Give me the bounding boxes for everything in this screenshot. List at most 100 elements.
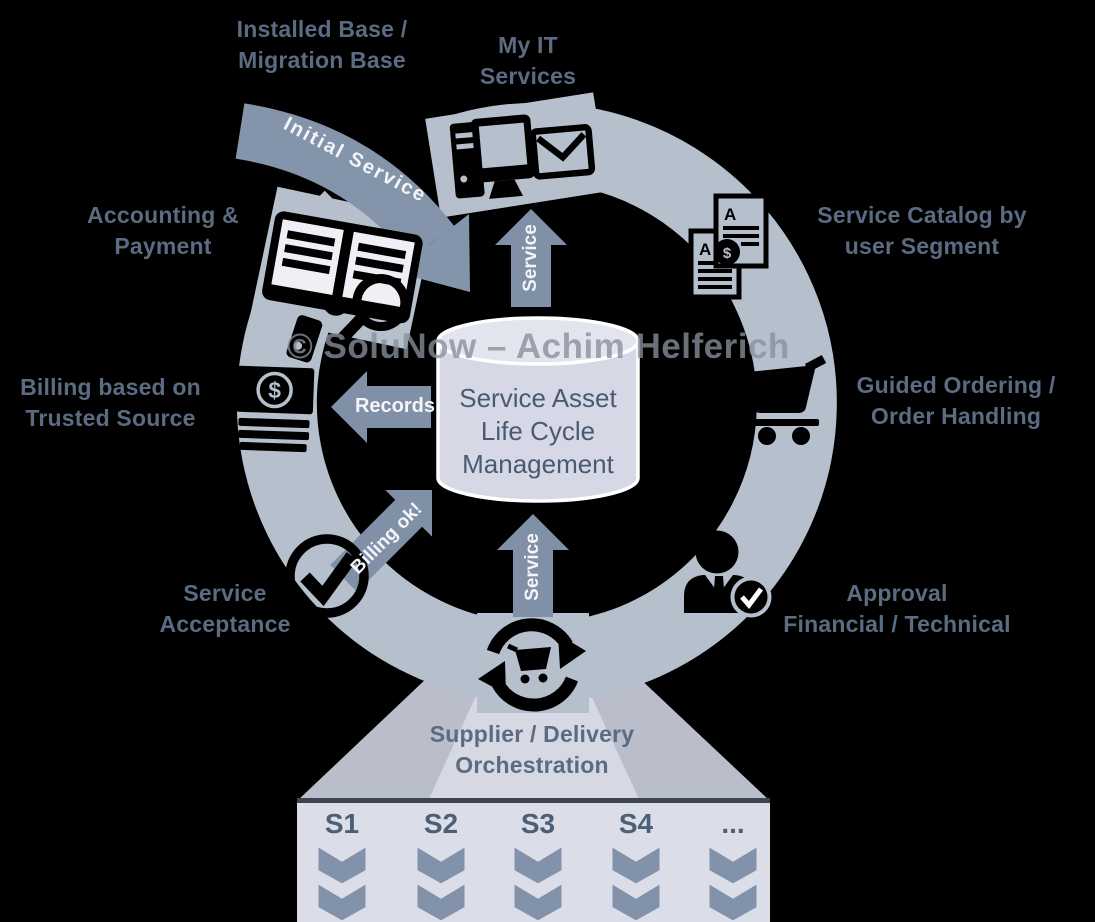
watermark: © SoluNow – Achim Helferich bbox=[287, 327, 790, 366]
label-line: Migration Base bbox=[238, 47, 406, 73]
label-line: Installed Base / bbox=[236, 16, 408, 42]
label-line: Service Catalog by bbox=[817, 202, 1027, 228]
dollar-glyph: $ bbox=[268, 377, 282, 403]
label-line: Payment bbox=[114, 233, 212, 259]
center-database-title: Service Asset Life Cycle Management bbox=[438, 382, 638, 481]
cylinder-body bbox=[436, 339, 640, 503]
panel-top-border bbox=[297, 798, 770, 803]
label-line: My IT bbox=[498, 32, 558, 58]
supply-chevron bbox=[315, 879, 369, 922]
supply-chevron bbox=[414, 842, 468, 887]
book-line bbox=[281, 257, 331, 275]
label-line: user Segment bbox=[844, 233, 1000, 259]
label-line: Trusted Source bbox=[25, 405, 196, 431]
supply-chevron bbox=[414, 879, 468, 922]
book-notch bbox=[323, 305, 348, 316]
supply-chevron bbox=[315, 842, 369, 887]
desktop-mail-icon bbox=[449, 114, 596, 199]
page-line bbox=[723, 234, 759, 238]
cart-basket bbox=[749, 365, 816, 413]
label-service-catalog: Service Catalog by user Segment bbox=[772, 200, 1072, 262]
money-bills-icon: $ bbox=[235, 365, 315, 453]
cycle-head-left bbox=[478, 661, 506, 694]
bill-stack-layer bbox=[239, 441, 307, 453]
label-line: Order Handling bbox=[870, 403, 1042, 429]
supply-chevron bbox=[511, 842, 565, 887]
center-title-line: Management bbox=[462, 449, 614, 479]
label-service-acceptance: Service Acceptance bbox=[125, 578, 325, 640]
label-my-it-services: My IT Services bbox=[438, 30, 618, 92]
dollar-glyph: $ bbox=[723, 245, 732, 262]
cart-wheel bbox=[792, 427, 810, 445]
page-letter: A bbox=[699, 240, 711, 259]
bill-stack-layer bbox=[238, 429, 310, 441]
book-line bbox=[355, 256, 404, 273]
flow-arrows bbox=[330, 209, 569, 617]
bill-stack-layer bbox=[238, 417, 310, 429]
supply-chevron bbox=[706, 879, 760, 922]
page-line bbox=[723, 226, 759, 230]
supplier-column-label: S1 bbox=[324, 808, 360, 839]
center-title-line: Life Cycle bbox=[480, 416, 596, 446]
book-spine bbox=[331, 226, 355, 301]
cart-frame bbox=[746, 419, 819, 426]
approval-badge bbox=[730, 576, 772, 618]
calculator bbox=[286, 315, 323, 363]
service-up-arrow-top bbox=[495, 209, 567, 307]
initial-service-band bbox=[235, 103, 455, 261]
label-line: Financial / Technical bbox=[783, 611, 1011, 637]
page-line bbox=[698, 285, 732, 289]
mail-flap bbox=[536, 132, 587, 162]
supply-chevron bbox=[609, 879, 663, 922]
label-line: Orchestration bbox=[455, 752, 609, 778]
person-tie bbox=[714, 576, 724, 598]
supply-chevron bbox=[511, 879, 565, 922]
label-line: Billing based on bbox=[20, 374, 201, 400]
inner-cart-wheel bbox=[538, 673, 548, 683]
approver-person-icon bbox=[684, 530, 772, 618]
cart-wheel bbox=[758, 427, 776, 445]
center-title-line: Service Asset bbox=[459, 383, 617, 413]
magnifier-handle bbox=[331, 315, 365, 350]
catalog-documents-icon: A A $ bbox=[688, 193, 769, 300]
label-line: Service bbox=[183, 580, 267, 606]
inner-cart-handle bbox=[506, 643, 519, 653]
supply-chevron bbox=[706, 842, 760, 887]
supplier-column-label: S3 bbox=[520, 808, 556, 839]
label-line: Acceptance bbox=[159, 611, 291, 637]
page-letter: A bbox=[724, 205, 736, 224]
page-line bbox=[698, 269, 732, 273]
tower-slot bbox=[455, 132, 473, 139]
label-approval: Approval Financial / Technical bbox=[747, 578, 1047, 640]
records-arrow-label: Records bbox=[354, 395, 436, 417]
label-line: Services bbox=[479, 63, 577, 89]
monitor-stand bbox=[489, 179, 524, 199]
records-arrow bbox=[331, 371, 431, 443]
supplier-column-label: S4 bbox=[618, 808, 654, 839]
person-head bbox=[695, 530, 739, 574]
book-line bbox=[286, 230, 336, 247]
page-line bbox=[741, 242, 759, 246]
supplier-panel bbox=[297, 798, 770, 922]
label-supplier-orchestration: Supplier / Delivery Orchestration bbox=[382, 719, 682, 781]
cylinder-top bbox=[436, 316, 640, 366]
label-line: Approval bbox=[846, 580, 948, 606]
service-up-arrow-bottom bbox=[497, 514, 569, 617]
supply-chevron bbox=[609, 842, 663, 887]
label-guided-ordering: Guided Ordering / Order Handling bbox=[806, 370, 1095, 432]
magnifier-lens bbox=[352, 274, 410, 332]
shopping-cart-icon bbox=[746, 355, 827, 445]
check-ring bbox=[285, 534, 369, 618]
tower-slot bbox=[456, 143, 474, 150]
page-line bbox=[698, 277, 732, 281]
inner-cart-basket bbox=[515, 647, 551, 671]
label-line: Accounting & bbox=[87, 202, 239, 228]
calculator-key bbox=[294, 341, 303, 350]
inner-cart-wheel bbox=[520, 674, 530, 684]
tower-button bbox=[460, 175, 468, 183]
catalog-page-front: A $ bbox=[713, 193, 769, 269]
supplier-column-label: S2 bbox=[423, 808, 459, 839]
supply-chevrons bbox=[315, 842, 760, 922]
